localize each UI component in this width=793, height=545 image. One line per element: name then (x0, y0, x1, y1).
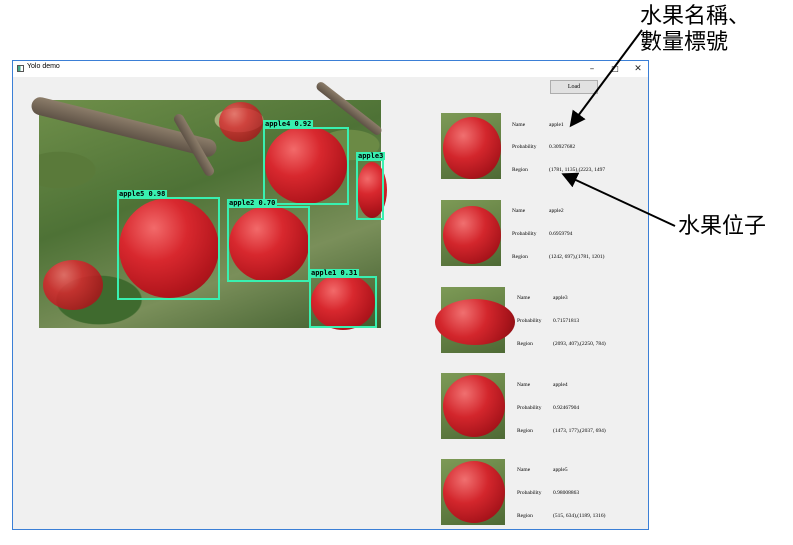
bounding-box-label: apple5 0.98 (117, 190, 168, 198)
region-value: (2093, 407),(2250, 784) (553, 341, 606, 347)
probability-label: Probability (512, 231, 537, 237)
apple-fruit (119, 198, 219, 298)
region-value: (1781, 1135),(2223, 1497 (549, 167, 606, 173)
detection-thumbnail (435, 287, 515, 353)
name-label: Name (517, 467, 531, 473)
name-value: apple1 (549, 122, 564, 128)
probability-value: 0.6959794 (549, 231, 573, 237)
name-value: apple4 (553, 382, 568, 388)
bounding-box: apple3 (356, 152, 386, 220)
fruit-name-annotation-line2: 數量標號 (640, 30, 729, 55)
bounding-box-label: apple2 0.70 (227, 199, 278, 207)
app-icon (17, 65, 24, 72)
minimize-button[interactable]: – (589, 64, 595, 74)
bounding-box-label: apple3 (356, 152, 386, 160)
name-label: Name (517, 295, 531, 301)
region-label: Region (512, 254, 528, 260)
probability-label: Probability (517, 490, 542, 496)
apple-fruit (311, 274, 375, 330)
bounding-box: apple2 0.70 (227, 199, 310, 282)
window-title: Yolo demo (27, 63, 60, 70)
region-label: Region (517, 428, 533, 434)
region-label: Region (517, 341, 533, 347)
detection-image: apple4 0.92 apple3 apple5 0.98 apple2 0.… (29, 80, 387, 330)
region-value: (1473, 177),(2037, 694) (553, 428, 606, 434)
probability-value: 0.71571813 (553, 318, 580, 324)
probability-label: Probability (517, 318, 542, 324)
load-button[interactable]: Load (550, 80, 598, 94)
maximize-button[interactable]: □ (611, 64, 619, 73)
fruit-name-annotation-line1: 水果名稱、 (640, 4, 751, 29)
name-label: Name (512, 122, 526, 128)
region-value: (1242, 697),(1781, 1201) (549, 254, 605, 260)
bounding-box: apple1 0.31 (309, 269, 377, 328)
fruit-region-annotation: 水果位子 (678, 214, 767, 239)
bounding-box-label: apple1 0.31 (309, 269, 360, 277)
yolo-demo-window: Yolo demo – □ ✕ Load apple4 0.92 apple3 … (12, 60, 649, 530)
apple-fruit (219, 102, 263, 142)
region-label: Region (517, 513, 533, 519)
region-label: Region (512, 167, 528, 173)
name-value: apple2 (549, 208, 564, 214)
apple-fruit (43, 260, 103, 310)
bounding-box: apple5 0.98 (117, 190, 220, 300)
bounding-box: apple4 0.92 (263, 120, 349, 205)
detection-thumbnail (441, 113, 501, 179)
bounding-box-label: apple4 0.92 (263, 120, 314, 128)
name-label: Name (517, 382, 531, 388)
detection-thumbnail (441, 373, 505, 439)
probability-label: Probability (512, 144, 537, 150)
probability-label: Probability (517, 405, 542, 411)
detection-thumbnail (441, 459, 505, 525)
probability-value: 0.30927682 (549, 144, 576, 150)
name-value: apple3 (553, 295, 568, 301)
probability-value: 0.92467904 (553, 405, 580, 411)
fruit-name-annotation: 水果名稱、 數量標號 (640, 4, 750, 56)
title-bar: Yolo demo – □ ✕ (13, 61, 648, 77)
apple-fruit (229, 206, 309, 282)
name-label: Name (512, 208, 526, 214)
detection-thumbnail (441, 200, 501, 266)
close-button[interactable]: ✕ (634, 64, 642, 74)
probability-value: 0.98008863 (553, 490, 580, 496)
region-value: (515, 634),(1189, 1316) (553, 513, 606, 519)
apple-fruit (265, 126, 347, 204)
name-value: apple5 (553, 467, 568, 473)
